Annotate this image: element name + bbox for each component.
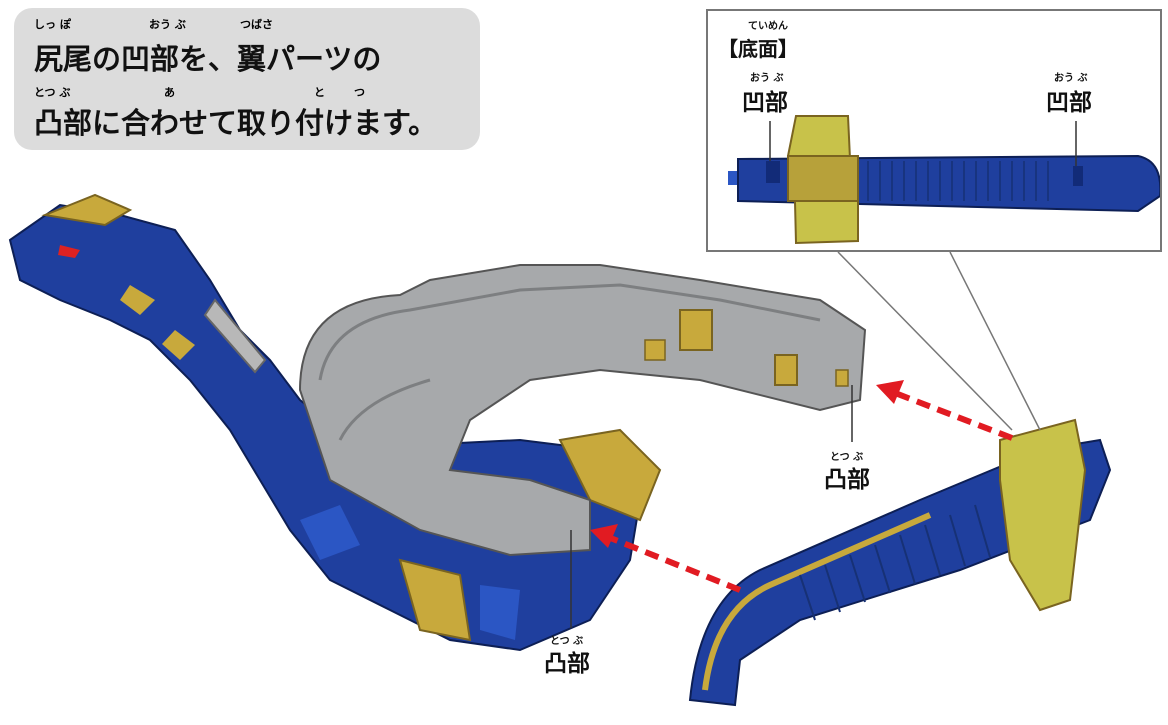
instruction-line-1: 尻尾の凹部を、翼パーツの <box>34 42 382 76</box>
inset-pointer-right <box>949 251 1041 431</box>
instruction-bubble: しっ ぽ おう ぶ つばさ 尻尾の凹部を、翼パーツの とつ ぶ あ と つ 凸部… <box>14 8 480 150</box>
inset-title-ruby: ていめん <box>748 21 788 32</box>
instruction-line-2: 凸部に合わせて取り付けます。 <box>34 106 438 140</box>
wing-part <box>298 264 867 557</box>
inset-title: 【底面】 <box>718 37 798 61</box>
inset-left-ruby: おう ぶ <box>750 73 784 84</box>
tail-part <box>688 418 1112 707</box>
ruby-tsubasa: つばさ <box>240 18 273 31</box>
ruby-oubu: おう ぶ <box>149 18 186 31</box>
upper-callout-ruby: とつ ぶ <box>830 452 864 463</box>
bottom-view-inset: ていめん 【底面】 おう ぶ 凹部 おう ぶ 凹部 <box>706 9 1162 252</box>
upper-callout-label: 凸部 <box>824 467 870 493</box>
ruby-to: と <box>314 86 325 99</box>
inset-pointer-left <box>837 251 1013 431</box>
assembly-arrows <box>590 380 1014 593</box>
ruby-totsubu: とつ ぶ <box>34 86 71 99</box>
lower-callout-ruby: とつ ぶ <box>550 636 584 647</box>
lower-callout-label: 凸部 <box>544 651 590 677</box>
ruby-shippo: しっ ぽ <box>34 18 71 31</box>
inset-right-label: 凹部 <box>1046 90 1092 116</box>
inset-left-label: 凹部 <box>742 90 788 116</box>
ruby-a: あ <box>164 86 175 99</box>
ruby-tsu: つ <box>354 86 365 99</box>
inset-tail-illustration <box>728 115 1160 245</box>
inset-right-ruby: おう ぶ <box>1054 73 1088 84</box>
